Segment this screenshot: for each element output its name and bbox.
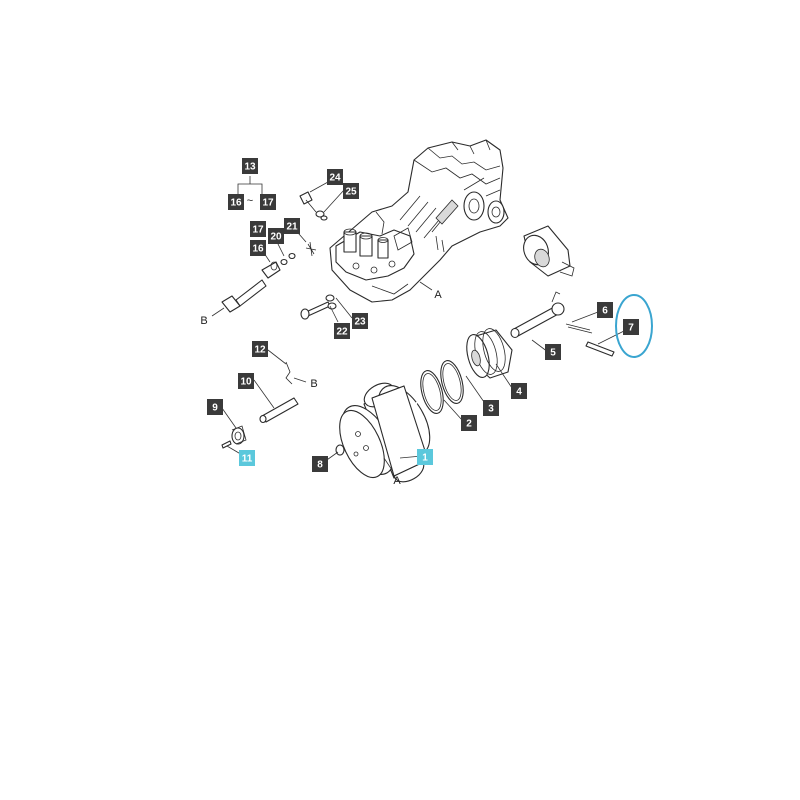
callout-16-top[interactable]: 16 (228, 194, 244, 210)
callout-23[interactable]: 23 (352, 313, 368, 329)
spring-clip (285, 361, 293, 385)
svg-text:20: 20 (270, 232, 282, 243)
ref-label-b-left: B (200, 315, 207, 327)
lever-hub (231, 425, 247, 445)
ref-label-b-right: B (310, 378, 317, 390)
svg-text:3: 3 (488, 404, 494, 415)
callout-8[interactable]: 8 (312, 456, 328, 472)
leader-lines (211, 176, 627, 471)
svg-text:4: 4 (516, 387, 522, 398)
svg-text:13: 13 (244, 162, 256, 173)
svg-text:24: 24 (329, 173, 341, 184)
small-o-ring (335, 444, 345, 456)
ref-label-a-housing: A (434, 289, 442, 301)
callout-13[interactable]: 13 (242, 158, 258, 174)
callout-20[interactable]: 20 (268, 228, 284, 244)
callout-22[interactable]: 22 (334, 323, 350, 339)
callout-12[interactable]: 12 (252, 341, 268, 357)
bolt-and-washer (300, 294, 337, 320)
o-rings (420, 360, 464, 414)
svg-text:8: 8 (317, 460, 323, 471)
svg-text:17: 17 (252, 225, 264, 236)
svg-text:6: 6 (602, 306, 608, 317)
svg-text:9: 9 (212, 403, 218, 414)
callout-25[interactable]: 25 (343, 183, 359, 199)
svg-text:21: 21 (286, 222, 298, 233)
lift-cylinder (339, 382, 431, 483)
piston-rod (510, 291, 565, 339)
callout-6[interactable]: 6 (597, 302, 613, 318)
callout-11[interactable]: 11 (239, 450, 255, 466)
adjuster-screw (299, 191, 328, 221)
small-pins (565, 323, 615, 357)
callout-17-top[interactable]: 17 (260, 194, 276, 210)
callout-24[interactable]: 24 (327, 169, 343, 185)
callout-2[interactable]: 2 (461, 415, 477, 431)
set-screw (221, 440, 232, 449)
valve-spool-assembly (221, 241, 317, 313)
svg-text:1: 1 (422, 453, 428, 464)
svg-text:11: 11 (242, 454, 253, 465)
range-tilde: ~ (247, 195, 253, 207)
callout-5[interactable]: 5 (545, 344, 561, 360)
lift-arm-sleeve (523, 225, 575, 277)
lever-shaft (259, 397, 299, 424)
ref-label-a-cylinder: A (393, 475, 401, 487)
callout-17-mid[interactable]: 17 (250, 221, 266, 237)
svg-text:2: 2 (466, 419, 472, 430)
callout-1[interactable]: 1 (417, 449, 433, 465)
lift-housing (329, 139, 509, 303)
callout-9[interactable]: 9 (207, 399, 223, 415)
svg-text:10: 10 (240, 377, 252, 388)
callout-10[interactable]: 10 (238, 373, 254, 389)
svg-text:23: 23 (354, 317, 366, 328)
highlight-circle (615, 294, 653, 358)
svg-text:12: 12 (254, 345, 266, 356)
callout-4[interactable]: 4 (511, 383, 527, 399)
svg-text:7: 7 (628, 323, 634, 334)
callout-7[interactable]: 7 (623, 319, 639, 335)
svg-text:17: 17 (262, 198, 274, 209)
svg-text:25: 25 (345, 187, 357, 198)
svg-text:16: 16 (230, 198, 242, 209)
callout-16-mid[interactable]: 16 (250, 240, 266, 256)
svg-text:22: 22 (336, 327, 348, 338)
svg-text:5: 5 (550, 348, 556, 359)
svg-text:16: 16 (252, 244, 264, 255)
piston (466, 328, 513, 379)
callout-21[interactable]: 21 (284, 218, 300, 234)
callout-3[interactable]: 3 (483, 400, 499, 416)
